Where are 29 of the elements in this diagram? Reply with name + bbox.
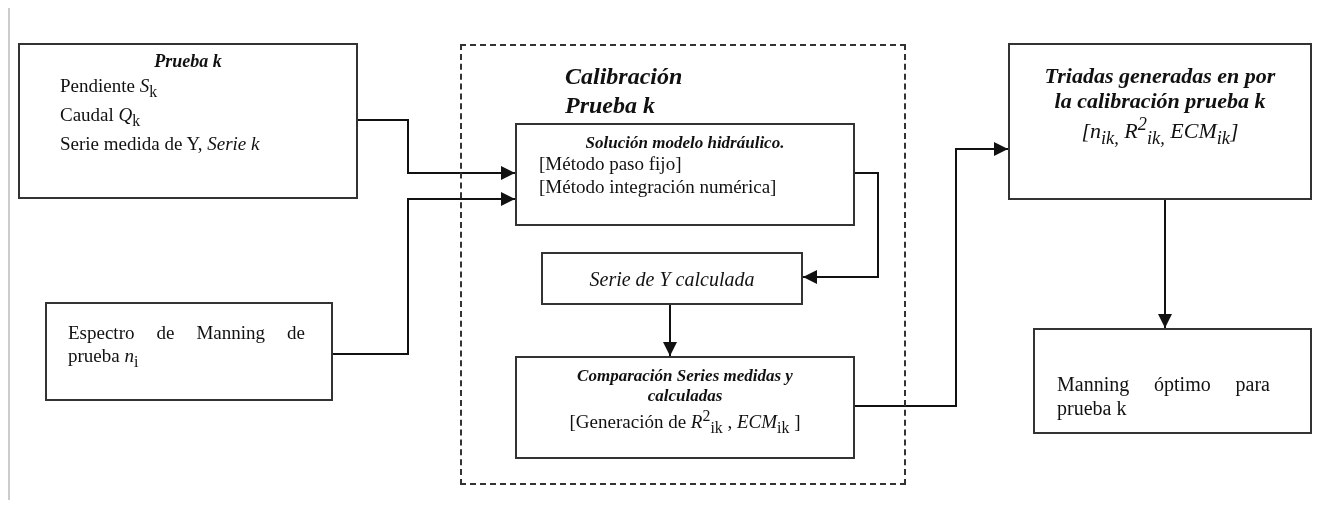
arrow: [332, 192, 516, 355]
process-box: [515, 123, 855, 226]
box-text: [n$_{ik,}$ R$^{2}$$_{ik,}$ ECM$_{ik}$]: [1080, 113, 1240, 150]
box-heading: Comparación Series medidas y calculadas: [576, 366, 794, 407]
box-heading: Prueba k: [153, 51, 223, 73]
box-text: Serie medida de Y, Serie k: [60, 131, 261, 156]
arrow: [663, 304, 677, 357]
process-box: [515, 356, 855, 459]
box-heading: Solución modelo hidráulico.: [584, 133, 786, 154]
box-text: Caudal Q$_{k}$: [60, 102, 142, 131]
process-box: [1033, 328, 1312, 434]
box-text: Espectro de Manning de prueba n$_{i}$: [68, 322, 305, 372]
box-text: Serie de Y calculada: [588, 267, 756, 291]
process-box: [18, 43, 358, 199]
process-box: [541, 252, 803, 305]
process-box: [45, 302, 333, 401]
arrow: [854, 142, 1009, 407]
box-text: Pendiente S$_{k}$: [60, 73, 159, 102]
arrow: [357, 119, 516, 180]
box-heading: Calibración Prueba k: [565, 62, 684, 120]
arrow: [802, 172, 879, 284]
box-text: [Generación de R$^{2}$$_{ik}$ , ECM$_{ik}$ ]: [568, 406, 802, 438]
box-text: [Método integración numérica]: [539, 176, 778, 199]
box-text: [Método paso fijo]: [539, 153, 683, 177]
dashed-group-box: [460, 44, 906, 485]
arrow: [1158, 199, 1172, 329]
process-box: [1008, 43, 1312, 200]
box-text: Manning óptimo para prueba k: [1057, 372, 1270, 420]
box-heading: Triadas generadas en por la calibración prueba k: [1043, 63, 1277, 114]
